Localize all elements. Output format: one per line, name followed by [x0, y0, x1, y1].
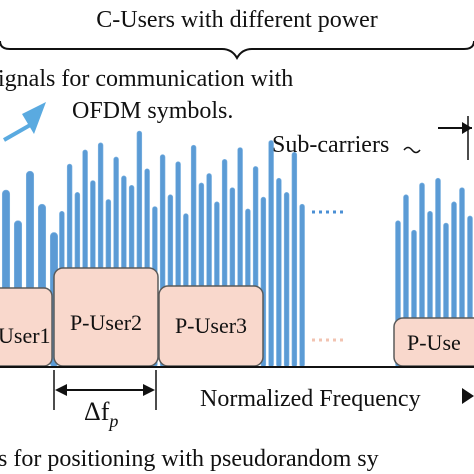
subcarrier-bar-middle-29	[276, 177, 282, 368]
subcarriers-tilde	[403, 146, 421, 154]
subcarrier-bar-middle-31	[291, 151, 298, 368]
subcarrier-bar-middle-28	[268, 140, 274, 368]
p-user-n-block: P-Use	[393, 317, 474, 367]
frequency-axis-arrow	[462, 388, 474, 404]
p-user-n-label: P-Use	[407, 330, 461, 355]
p-user3-label: P-User3	[175, 313, 247, 338]
p-user2-label: P-User2	[70, 310, 142, 335]
top-brace	[0, 40, 474, 61]
bandwidth-marker	[53, 370, 157, 410]
subcarrier-spacing-arrow	[438, 116, 472, 160]
signals-line2: OFDM symbols.	[72, 98, 233, 124]
p-user2-block: P-User2	[53, 267, 159, 367]
bottom-caption: s for positioning with pseudorandom sy	[0, 446, 379, 472]
signals-line1: ignals for communication with	[0, 66, 293, 92]
top-title: C-Users with different power	[96, 7, 377, 33]
subcarriers-label: Sub-carriers	[272, 132, 389, 158]
delta-fp-label: Δfp	[84, 397, 118, 431]
subcarrier-bar-middle-30	[283, 192, 290, 368]
subcarrier-bar-middle-32	[299, 203, 305, 368]
signal-arrow	[3, 102, 46, 142]
p-user1-block: User1	[0, 287, 53, 367]
p-user1-label: User1	[0, 323, 51, 348]
frequency-axis-label: Normalized Frequency	[200, 386, 421, 412]
p-user3-block: P-User3	[158, 285, 264, 367]
